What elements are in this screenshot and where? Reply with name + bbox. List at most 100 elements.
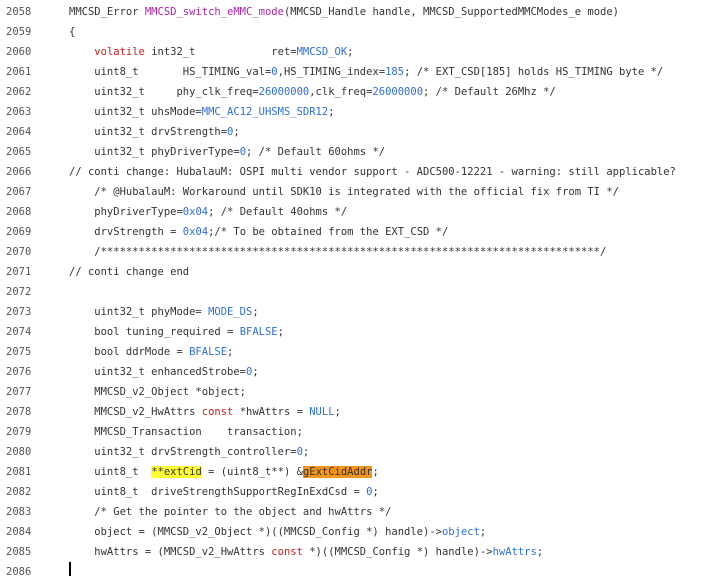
code-token: /***************************************… [69,246,607,258]
code-line[interactable]: 2072 [0,282,716,302]
line-code: uint32_t phyDriverType=0; /* Default 60o… [69,142,385,162]
code-token: volatile [94,46,145,58]
code-token: uint8_t driveStrengthSupportRegInExdCsd … [69,486,367,498]
line-code: MMCSD_v2_HwAttrs const *hwAttrs = NULL; [69,402,341,422]
code-line[interactable]: 2079 MMCSD_Transaction transaction; [0,422,716,442]
code-line[interactable]: 2085 hwAttrs = (MMCSD_v2_HwAttrs const *… [0,542,716,562]
line-code: uint32_t phyMode= MODE_DS; [69,302,259,322]
code-line[interactable]: 2082 uint8_t driveStrengthSupportRegInEx… [0,482,716,502]
line-number: 2068 [6,206,32,218]
code-token: ; [233,126,240,138]
code-token: hwAttrs [492,546,537,558]
code-token [69,46,94,58]
line-number: 2070 [6,246,32,258]
code-line[interactable]: 2086 [0,562,716,582]
code-token: 0x04 [182,206,209,218]
code-token: ; [334,406,341,418]
code-token: // conti change: HubalauM: OSPI multi ve… [69,166,676,178]
line-number: 2081 [6,466,32,478]
code-token: MMC_AC12_UHSMS_SDR12 [201,106,329,118]
code-token: ; [372,466,379,478]
code-line[interactable]: 2077 MMCSD_v2_Object *object; [0,382,716,402]
code-token: MMCSD_OK [296,46,348,58]
code-line[interactable]: 2074 bool tuning_required = BFALSE; [0,322,716,342]
code-token: MMCSD_Transaction transaction; [69,426,303,438]
code-line[interactable]: 2080 uint32_t drvStrength_controller=0; [0,442,716,462]
line-number: 2062 [6,86,32,98]
code-token: const [271,546,303,558]
code-token: hwAttrs = (MMCSD_v2_HwAttrs [69,546,272,558]
code-token: NULL [309,406,335,418]
code-token: ; [328,106,335,118]
code-token: ; /* Default 40ohms */ [208,206,348,218]
code-token: ; [252,306,259,318]
code-token: object = (MMCSD_v2_Object *)((MMCSD_Conf… [69,526,442,538]
line-code: uint32_t drvStrength_controller=0; [69,442,309,462]
code-line[interactable]: 2059{ [0,22,716,42]
line-number: 2084 [6,526,32,538]
code-line[interactable]: 2068 phyDriverType=0x04; /* Default 40oh… [0,202,716,222]
code-line[interactable]: 2084 object = (MMCSD_v2_Object *)((MMCSD… [0,522,716,542]
code-token: 0 [246,366,253,378]
code-line[interactable]: 2067 /* @HubalauM: Workaround until SDK1… [0,182,716,202]
code-line[interactable]: 2062 uint32_t phy_clk_freq=26000000,clk_… [0,82,716,102]
code-line[interactable]: 2060 volatile int32_t ret=MMCSD_OK; [0,42,716,62]
line-number: 2076 [6,366,32,378]
line-code: // conti change: HubalauM: OSPI multi ve… [69,162,676,182]
line-number: 2073 [6,306,32,318]
line-number: 2077 [6,386,32,398]
code-token: ; [372,486,379,498]
line-number: 2079 [6,426,32,438]
code-token: ; [302,446,310,458]
code-token: MMCSD_v2_HwAttrs [69,406,202,418]
line-code: phyDriverType=0x04; /* Default 40ohms */ [69,202,347,222]
code-token: ; /* EXT_CSD[185] holds HS_TIMING byte *… [404,66,664,78]
code-token: MODE_DS [208,306,253,318]
code-token: uint32_t uhsMode= [69,106,202,118]
line-number: 2065 [6,146,32,158]
code-line[interactable]: 2078 MMCSD_v2_HwAttrs const *hwAttrs = N… [0,402,716,422]
code-line[interactable]: 2071// conti change end [0,262,716,282]
line-number: 2078 [6,406,32,418]
line-number: 2082 [6,486,32,498]
line-number: 2064 [6,126,32,138]
code-line[interactable]: 2063 uint32_t uhsMode=MMC_AC12_UHSMS_SDR… [0,102,716,122]
code-token: ; /* Default 26Mhz */ [423,86,556,98]
code-line[interactable]: 2065 uint32_t phyDriverType=0; /* Defaul… [0,142,716,162]
code-token: uint32_t drvStrength_controller= [69,446,297,458]
code-token: const [201,406,234,418]
line-number: 2071 [6,266,32,278]
code-token: ; [252,366,259,378]
code-token: ; [479,526,487,538]
code-token: BFALSE [189,346,228,358]
code-line[interactable]: 2070 /**********************************… [0,242,716,262]
code-line[interactable]: 2069 drvStrength = 0x04;/* To be obtaine… [0,222,716,242]
code-token: ; [347,46,354,58]
code-token: 26000000 [258,86,310,98]
code-token: ;/* To be obtained from the EXT_CSD */ [208,226,449,238]
code-line[interactable]: 2064 uint32_t drvStrength=0; [0,122,716,142]
code-line[interactable]: 2075 bool ddrMode = BFALSE; [0,342,716,362]
code-line[interactable]: 2083 /* Get the pointer to the object an… [0,502,716,522]
code-token: 0 [239,146,247,158]
code-line[interactable]: 2073 uint32_t phyMode= MODE_DS; [0,302,716,322]
code-token: BFALSE [239,326,278,338]
line-code: /* @HubalauM: Workaround until SDK10 is … [69,182,619,202]
line-code: uint8_t **extCid = (uint8_t**) &gExtCidA… [69,462,379,482]
line-number: 2085 [6,546,32,558]
line-number: 2075 [6,346,32,358]
code-line[interactable]: 2061 uint8_t HS_TIMING_val=0,HS_TIMING_i… [0,62,716,82]
code-line[interactable]: 2076 uint32_t enhancedStrobe=0; [0,362,716,382]
code-line[interactable]: 2081 uint8_t **extCid = (uint8_t**) &gEx… [0,462,716,482]
line-code: uint32_t phy_clk_freq=26000000,clk_freq=… [69,82,556,102]
code-token: 0 [227,126,234,138]
line-number: 2080 [6,446,32,458]
code-token: uint32_t enhancedStrobe= [69,366,247,378]
line-number: 2086 [6,566,32,578]
code-token: int32_t ret= [144,46,297,58]
line-code: drvStrength = 0x04;/* To be obtained fro… [69,222,448,242]
code-line[interactable]: 2066// conti change: HubalauM: OSPI mult… [0,162,716,182]
line-number: 2083 [6,506,32,518]
